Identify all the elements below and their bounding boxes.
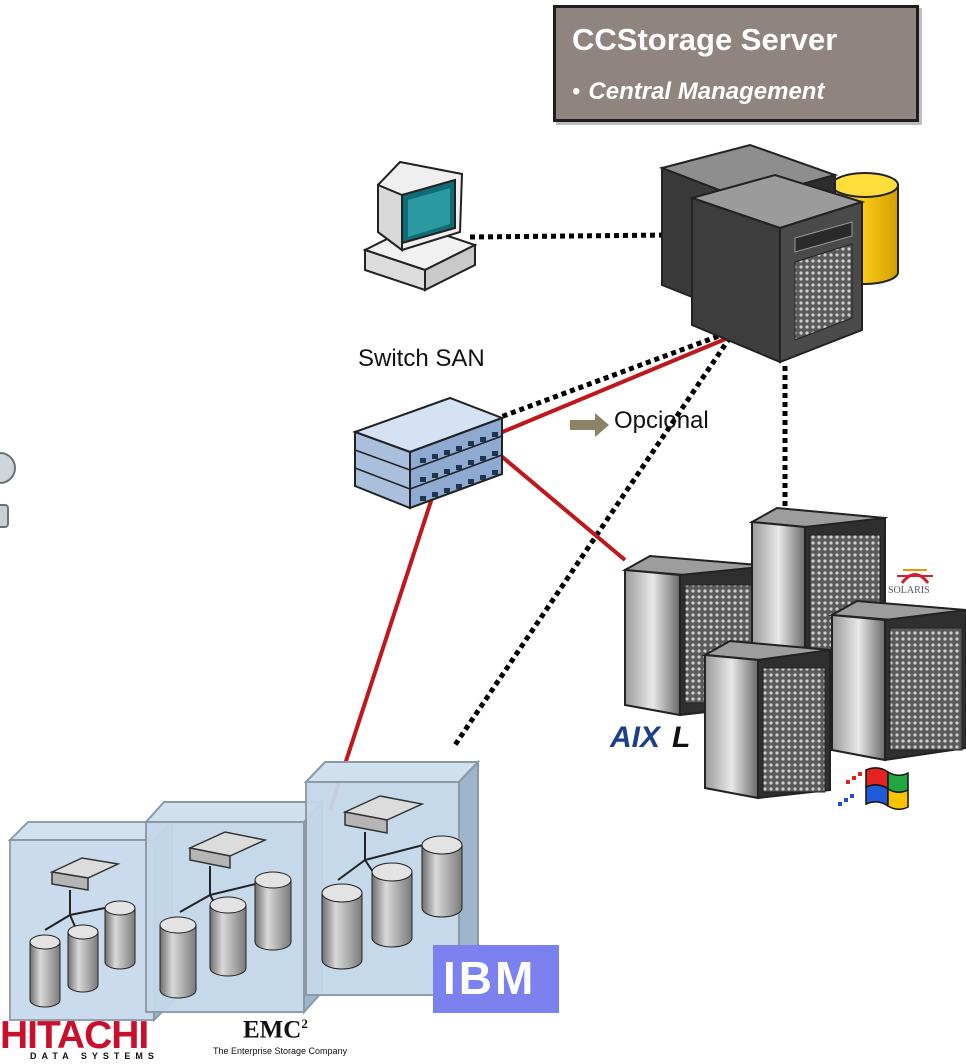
- link-server-switch-dotted: [497, 327, 736, 421]
- bullet-icon: •: [572, 78, 581, 105]
- linux-logo-letter: L: [672, 721, 691, 754]
- emc-logo-superscript: 2: [301, 1016, 308, 1031]
- link-server-storage-dotted: [452, 328, 738, 747]
- host-server-4: [701, 639, 834, 800]
- title-box-title: CCStorage Server: [572, 22, 838, 57]
- server-tower-front: [688, 173, 866, 364]
- workstation-icon: [362, 160, 478, 292]
- emc-tagline: The Enterprise Storage Company: [213, 1046, 348, 1056]
- emc-logo: EMC2: [243, 1016, 308, 1044]
- san-switch-icon: [352, 396, 505, 510]
- hitachi-logo-subtitle: DATA SYSTEMS: [30, 1051, 159, 1061]
- host-server-3: [828, 599, 966, 762]
- ibm-logo: IBM: [443, 952, 537, 1004]
- storage-array-emc: [143, 799, 325, 1015]
- windows-logo-icon: [838, 767, 909, 810]
- optional-label: Opcional: [614, 407, 709, 434]
- optional-arrow-icon: [570, 413, 609, 437]
- hitachi-logo: HITACHI: [0, 1014, 149, 1057]
- link-pc-server: [469, 232, 673, 240]
- links: [328, 232, 788, 811]
- link-switch-servers-san: [498, 453, 627, 562]
- link-server-switch-san: [499, 333, 736, 435]
- title-box-subtitle-line: • Central Management: [572, 78, 824, 106]
- emc-logo-text: EMC: [243, 1016, 302, 1044]
- title-box-subtitle: Central Management: [588, 78, 825, 105]
- solaris-logo-icon: [897, 569, 933, 584]
- ibm-logo-box: [433, 945, 559, 1013]
- link-switch-storage-san: [328, 494, 435, 811]
- magnifier-icon: [0, 452, 16, 528]
- aix-logo: AIX: [610, 721, 661, 754]
- title-box: CCStorage Server • Central Management: [553, 5, 919, 122]
- solaris-logo-text: SOLARIS: [888, 585, 930, 596]
- switch-label: Switch SAN: [358, 345, 485, 372]
